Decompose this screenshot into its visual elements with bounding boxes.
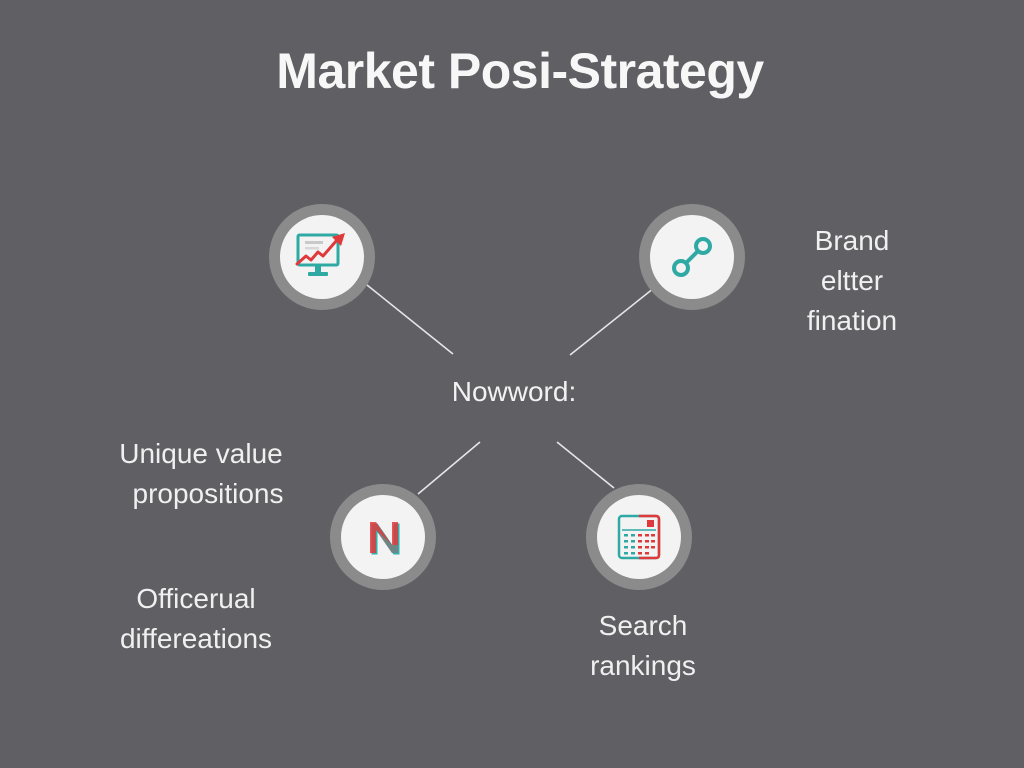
monitor-growth-chart-icon	[295, 233, 345, 276]
label-line: rankings	[590, 650, 696, 681]
label-bottom-right: Search rankings	[570, 606, 716, 686]
label-line: Unique value	[119, 438, 283, 469]
node-bottom-left	[330, 484, 436, 590]
label-line: Search	[598, 610, 688, 641]
node-top-left-inner	[280, 215, 364, 299]
label-line: Officerual	[136, 583, 256, 614]
label-line: eltter	[820, 265, 884, 296]
label-bottom-left-lower: Officerual differeations	[96, 579, 296, 659]
node-bottom-right-inner	[597, 495, 681, 579]
label-line: fination	[806, 305, 898, 336]
connector-bottom-left	[417, 441, 481, 495]
label-line: Brand	[814, 225, 890, 256]
node-bottom-right	[586, 484, 692, 590]
connector-top-left	[366, 284, 454, 355]
diagram-title: Market Posi-Strategy	[276, 43, 764, 99]
connector-bottom-right	[556, 441, 615, 489]
link-nodes-icon	[672, 237, 712, 277]
letter-n-logo-icon	[370, 522, 400, 555]
node-top-right-inner	[650, 215, 734, 299]
calculator-icon	[617, 514, 661, 560]
node-top-right	[639, 204, 745, 310]
label-line: propositions	[132, 478, 284, 509]
node-bottom-left-inner	[341, 495, 425, 579]
center-label: Nowword:	[451, 376, 577, 407]
node-top-left	[269, 204, 375, 310]
label-line: differeations	[119, 623, 273, 654]
label-bottom-left-upper: Unique value propositions	[96, 434, 306, 514]
label-top-right: Brand eltter fination	[782, 221, 922, 341]
connector-top-right	[569, 287, 655, 356]
